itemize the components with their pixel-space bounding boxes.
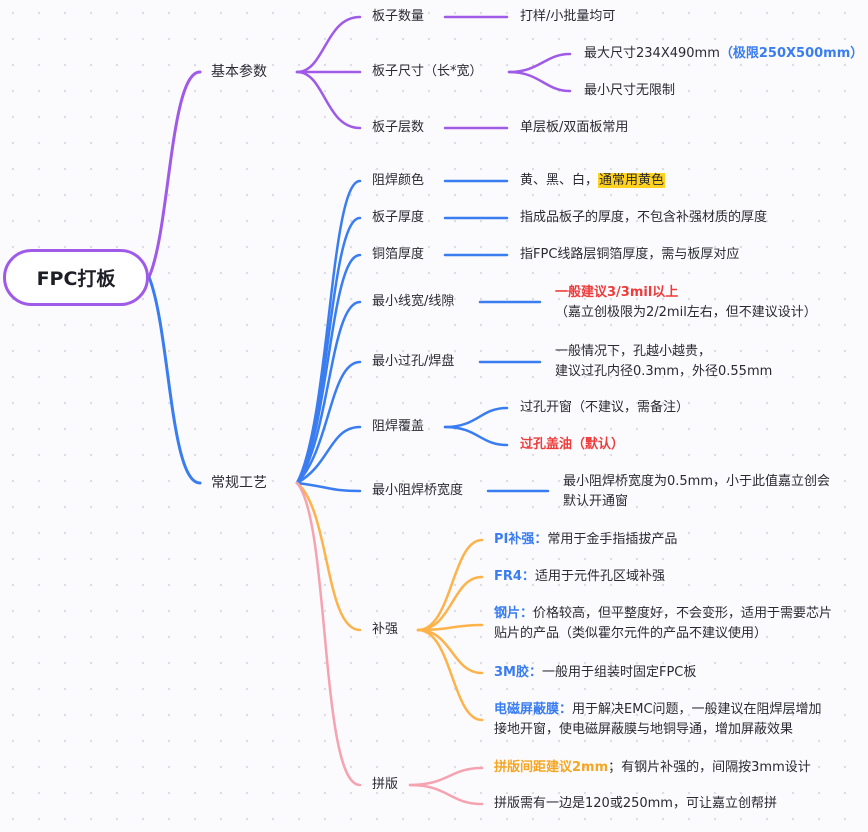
node-emi-film[interactable]: 电磁屏蔽膜：用于解决EMC问题，一般建议在阻焊层增加 接地开窗，使电磁屏蔽膜与地… [494, 700, 822, 740]
link-proc-stiff [295, 481, 362, 632]
topic-process[interactable]: 常规工艺 [211, 475, 267, 491]
node-board-qty[interactable]: 板子数量 [372, 9, 425, 24]
pi-key: PI补强： [494, 532, 548, 547]
emi-value-2: 接地开窗，使电磁屏蔽膜与地铜导通，增加屏蔽效果 [494, 722, 794, 737]
size-limit-text: （极限250X500mm） [719, 46, 864, 61]
link-basic-qty [295, 15, 362, 74]
node-min-bridge[interactable]: 最小阻焊桥宽度 [372, 483, 464, 498]
node-copper-thickness-value[interactable]: 指FPC线路层铜箔厚度，需与板厚对应 [520, 247, 740, 262]
node-mask-color[interactable]: 阻焊颜色 [372, 173, 425, 188]
node-cover-open[interactable]: 过孔开窗（不建议，需备注） [520, 400, 690, 415]
node-board-thickness[interactable]: 板子厚度 [372, 210, 425, 225]
size-max-text: 最大尺寸234X490mm [584, 46, 720, 61]
node-mask-cover[interactable]: 阻焊覆盖 [372, 419, 425, 434]
tape-key: 3M胶： [494, 665, 542, 680]
panel-spacing-value: ；有钢片补强的，间隔按3mm设计 [608, 760, 811, 775]
link-cover-a [443, 406, 509, 429]
node-min-trace-value[interactable]: 一般建议3/3mil以上 （嘉立创极限为2/2mil左右，但不建议设计） [555, 283, 817, 323]
root-label: FPC打板 [36, 268, 116, 290]
node-board-size[interactable]: 板子尺寸（长*宽） [372, 64, 483, 79]
link-stiff-emi [416, 628, 484, 722]
link-proc-panel [295, 481, 362, 787]
topic-basic-params[interactable]: 基本参数 [211, 64, 267, 80]
link-proc-cover [295, 425, 362, 485]
emi-value-1: 用于解决EMC问题，一般建议在阻焊层增加 [572, 702, 822, 717]
link-cover-b [443, 425, 509, 447]
via-note-2: 建议过孔内径0.3mm，外径0.55mm [555, 364, 773, 379]
link-root-basic [147, 70, 202, 279]
node-board-qty-value[interactable]: 打样/小批量均可 [520, 9, 616, 24]
via-note-1: 一般情况下，孔越小越贵， [555, 344, 712, 359]
fr4-value: 适用于元件孔区域补强 [534, 569, 665, 584]
node-copper-thickness[interactable]: 铜箔厚度 [372, 247, 425, 262]
node-pi-stiffener[interactable]: PI补强：常用于金手指插拔产品 [494, 530, 677, 550]
node-fr4-stiffener[interactable]: FR4：适用于元件孔区域补强 [494, 567, 665, 587]
node-min-via-value[interactable]: 一般情况下，孔越小越贵， 建议过孔内径0.3mm，外径0.55mm [555, 342, 772, 382]
node-board-layers-value[interactable]: 单层板/双面板常用 [520, 120, 629, 135]
node-min-trace[interactable]: 最小线宽/线隙 [372, 294, 455, 309]
link-size-max [507, 52, 572, 74]
node-3m-tape[interactable]: 3M胶：一般用于组装时固定FPC板 [494, 663, 696, 683]
link-stiff-pi [416, 538, 484, 632]
link-proc-via [295, 360, 362, 485]
link-basic-layers [295, 70, 362, 130]
steel-value-1: 价格较高，但平整度好，不会变形，适用于需要芯片 [533, 606, 833, 621]
root-node[interactable]: FPC打板 [3, 249, 149, 306]
bridge-note-2: 默认开通窗 [563, 494, 629, 509]
panel-spacing-key: 拼版间距建议2mm [494, 760, 609, 775]
node-steel-stiffener[interactable]: 钢片：价格较高，但平整度好，不会变形，适用于需要芯片 贴片的产品（类似霍尔元件的… [494, 604, 832, 644]
link-size-min [507, 70, 572, 93]
mask-color-options: 黄、黑、白， [520, 173, 599, 188]
node-panel-edge[interactable]: 拼版需有一边是120或250mm，可让嘉立创帮拼 [494, 796, 777, 811]
mask-color-highlight: 通常用黄色 [598, 173, 666, 188]
node-size-min[interactable]: 最小尺寸无限制 [584, 83, 676, 98]
trace-recommend: 一般建议3/3mil以上 [555, 285, 679, 300]
node-mask-color-value[interactable]: 黄、黑、白，通常用黄色 [520, 171, 666, 191]
link-panel-b [408, 783, 484, 806]
link-proc-trace [295, 300, 362, 485]
node-panelization[interactable]: 拼版 [372, 777, 399, 792]
fr4-key: FR4： [494, 569, 535, 584]
node-panel-spacing[interactable]: 拼版间距建议2mm；有钢片补强的，间隔按3mm设计 [494, 758, 811, 778]
emi-key: 电磁屏蔽膜： [494, 702, 573, 717]
node-board-layers[interactable]: 板子层数 [372, 120, 425, 135]
link-stiff-fr4 [416, 575, 484, 632]
pi-value: 常用于金手指插拔产品 [547, 532, 678, 547]
trace-limit-note: （嘉立创极限为2/2mil左右，但不建议设计） [555, 305, 817, 320]
steel-value-2: 贴片的产品（类似霍尔元件的产品不建议使用） [494, 626, 768, 641]
node-min-via[interactable]: 最小过孔/焊盘 [372, 354, 455, 369]
node-board-thickness-value[interactable]: 指成品板子的厚度，不包含补强材质的厚度 [520, 210, 768, 225]
link-stiff-tape [416, 628, 484, 675]
node-size-max[interactable]: 最大尺寸234X490mm（极限250X500mm） [584, 44, 863, 64]
tape-value: 一般用于组装时固定FPC板 [541, 665, 697, 680]
node-min-bridge-value[interactable]: 最小阻焊桥宽度为0.5mm，小于此值嘉立创会 默认开通窗 [563, 472, 830, 512]
steel-key: 钢片： [494, 606, 534, 621]
link-proc-bridge [295, 481, 362, 493]
bridge-note-1: 最小阻焊桥宽度为0.5mm，小于此值嘉立创会 [563, 474, 831, 489]
node-stiffener[interactable]: 补强 [372, 622, 399, 637]
link-panel-a [408, 766, 484, 787]
link-proc-copper [295, 253, 362, 485]
node-cover-oil[interactable]: 过孔盖油（默认） [520, 437, 625, 452]
link-root-process [147, 275, 202, 485]
